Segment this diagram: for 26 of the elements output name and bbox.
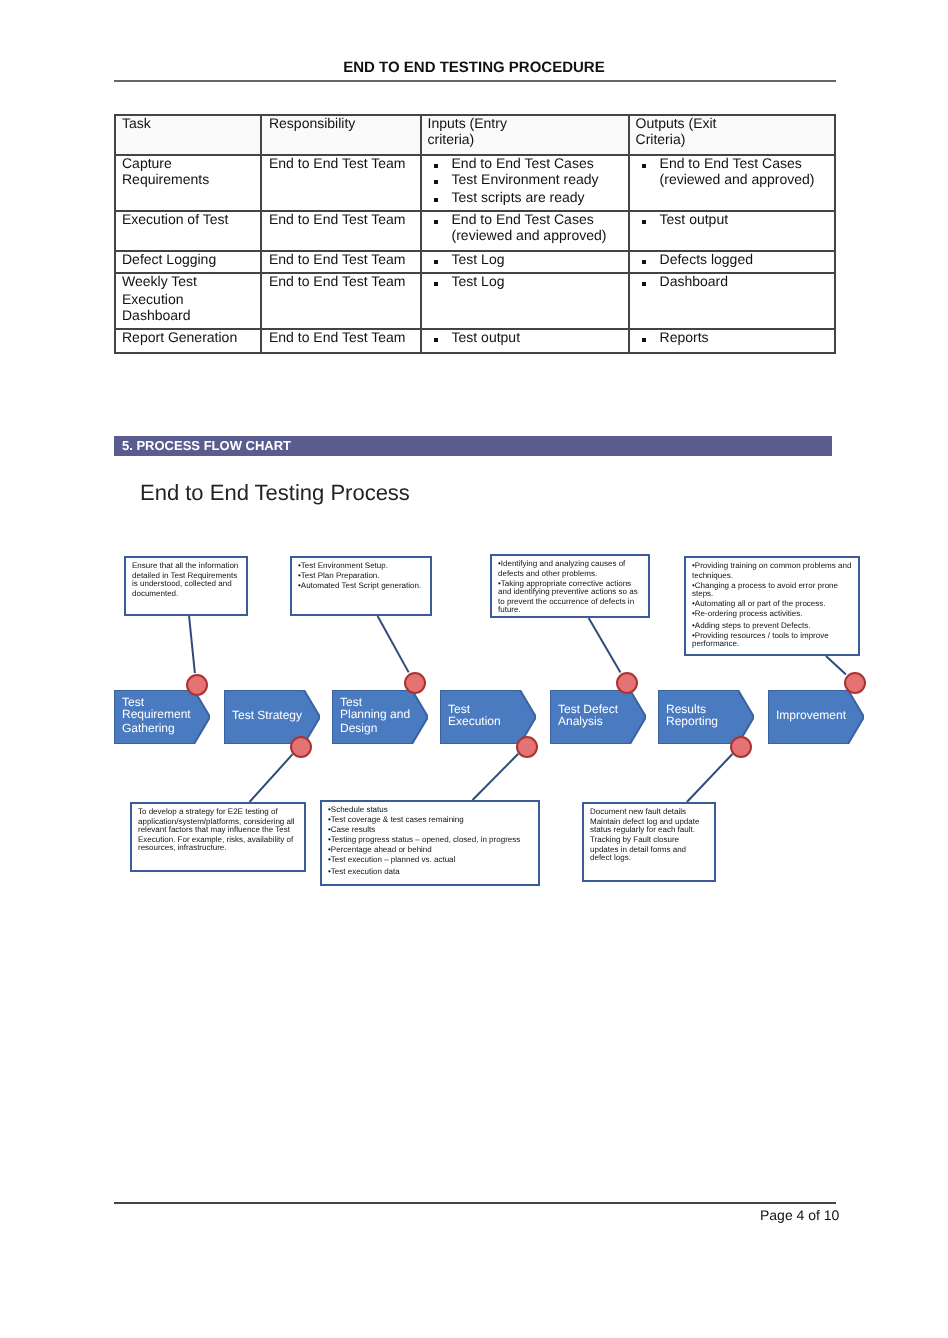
process-step	[658, 690, 754, 744]
marker-circle	[615, 671, 637, 693]
callout-box	[130, 802, 306, 872]
marker-circle	[843, 671, 865, 693]
callout-box	[490, 554, 650, 618]
process-step	[768, 690, 864, 744]
process-step	[440, 690, 536, 744]
callout-box	[320, 800, 540, 886]
marker-circle	[403, 671, 425, 693]
chart-title: End to End Testing Process	[140, 482, 410, 506]
leader-line	[587, 617, 622, 674]
process-step	[224, 690, 320, 744]
callout-box	[290, 556, 432, 616]
leader-line	[685, 753, 734, 803]
leader-line	[471, 752, 520, 801]
process-step	[114, 690, 210, 744]
marker-circle	[185, 673, 207, 695]
process-step	[332, 690, 428, 744]
callout-box	[124, 556, 248, 616]
callout-box	[684, 556, 860, 656]
leader-line	[248, 753, 294, 803]
leader-line	[376, 615, 410, 674]
leader-line	[824, 655, 847, 676]
process-step	[550, 690, 646, 744]
leader-line	[188, 615, 196, 675]
callout-box	[582, 802, 716, 882]
